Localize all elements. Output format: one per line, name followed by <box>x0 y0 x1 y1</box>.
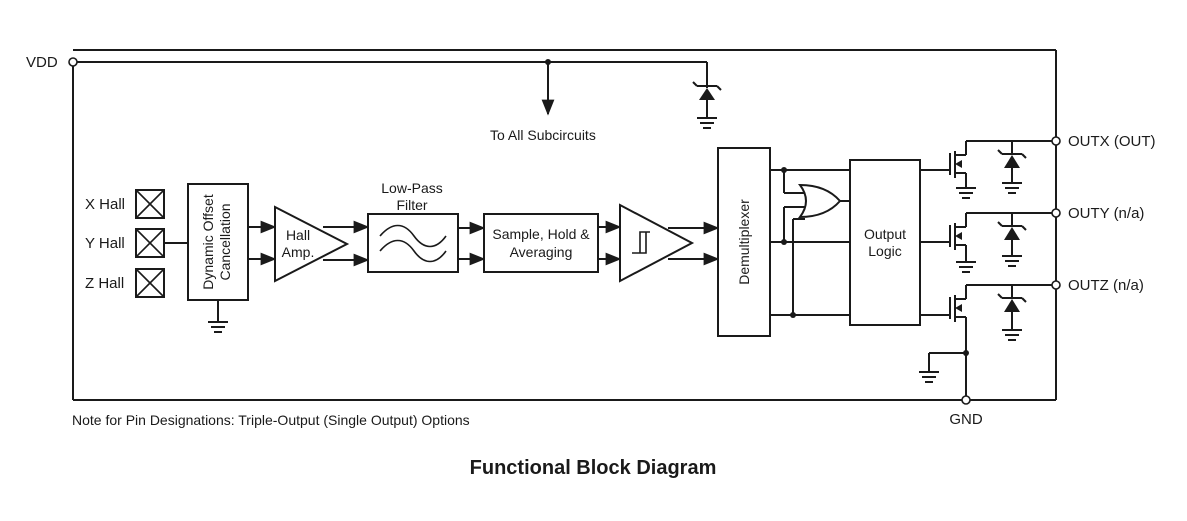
logic-label-line2: Logic <box>868 243 901 259</box>
outz-label: OUTZ (n/a) <box>1068 277 1144 294</box>
amp-label-line1: Hall <box>286 227 310 243</box>
hall-sensor-x: X Hall <box>85 189 165 219</box>
offset-cancellation-block: Dynamic Offset Cancellation <box>187 183 249 333</box>
outx-label: OUTX (OUT) <box>1068 133 1156 150</box>
hall-label-x: X Hall <box>85 196 125 213</box>
demultiplexer-block: Demultiplexer <box>717 147 771 337</box>
demux-output-wiring <box>770 167 850 318</box>
sample-label-line1: Sample, Hold & <box>492 226 590 242</box>
chip-outline <box>72 49 1057 401</box>
vdd-zener-diode <box>692 62 722 129</box>
demux-label: Demultiplexer <box>736 199 752 285</box>
supply-note: To All Subcircuits <box>490 127 596 143</box>
schmitt-comparator <box>619 203 695 283</box>
amp-label-line2: Amp. <box>282 244 315 260</box>
output-logic-block: Output Logic <box>849 159 921 326</box>
vdd-label: VDD <box>26 54 58 71</box>
filter-label-line1: Low-Pass <box>381 180 442 196</box>
hall-sensor-z: Z Hall <box>85 268 165 298</box>
outz-pin: OUTZ (n/a) <box>1051 277 1144 294</box>
sample-label-line2: Averaging <box>510 244 573 260</box>
supply-distribution: To All Subcircuits <box>490 59 596 143</box>
hall-sensor-y: Y Hall <box>85 228 165 258</box>
gnd-label: GND <box>949 411 983 428</box>
offset-label-line2: Cancellation <box>217 203 233 280</box>
logic-label-line1: Output <box>864 226 906 242</box>
vdd-pin: VDD <box>26 54 78 71</box>
outx-pin: OUTX (OUT) <box>1051 133 1156 150</box>
outy-label: OUTY (n/a) <box>1068 205 1144 222</box>
output-driver-x <box>920 140 1056 199</box>
figure-caption: Functional Block Diagram <box>470 457 717 479</box>
sample-hold-averaging-block: Sample, Hold & Averaging <box>483 213 599 273</box>
output-driver-y <box>920 212 1056 273</box>
offset-label-line1: Dynamic Offset <box>200 194 216 290</box>
hall-label-z: Z Hall <box>85 275 124 292</box>
hall-label-y: Y Hall <box>85 235 125 252</box>
low-pass-filter: Low-Pass Filter <box>367 180 459 273</box>
or-gate <box>798 183 842 219</box>
hysteresis-icon <box>632 231 650 254</box>
hall-amplifier: Hall Amp. <box>274 205 350 283</box>
gnd-pin: GND <box>949 395 983 428</box>
filter-label-line2: Filter <box>396 197 427 213</box>
outy-pin: OUTY (n/a) <box>1051 205 1144 222</box>
filter-wave-icon-2 <box>379 239 447 263</box>
output-driver-z <box>919 284 1056 400</box>
filter-wave-icon <box>379 224 447 248</box>
pin-designation-note: Note for Pin Designations: Triple-Output… <box>72 412 470 428</box>
